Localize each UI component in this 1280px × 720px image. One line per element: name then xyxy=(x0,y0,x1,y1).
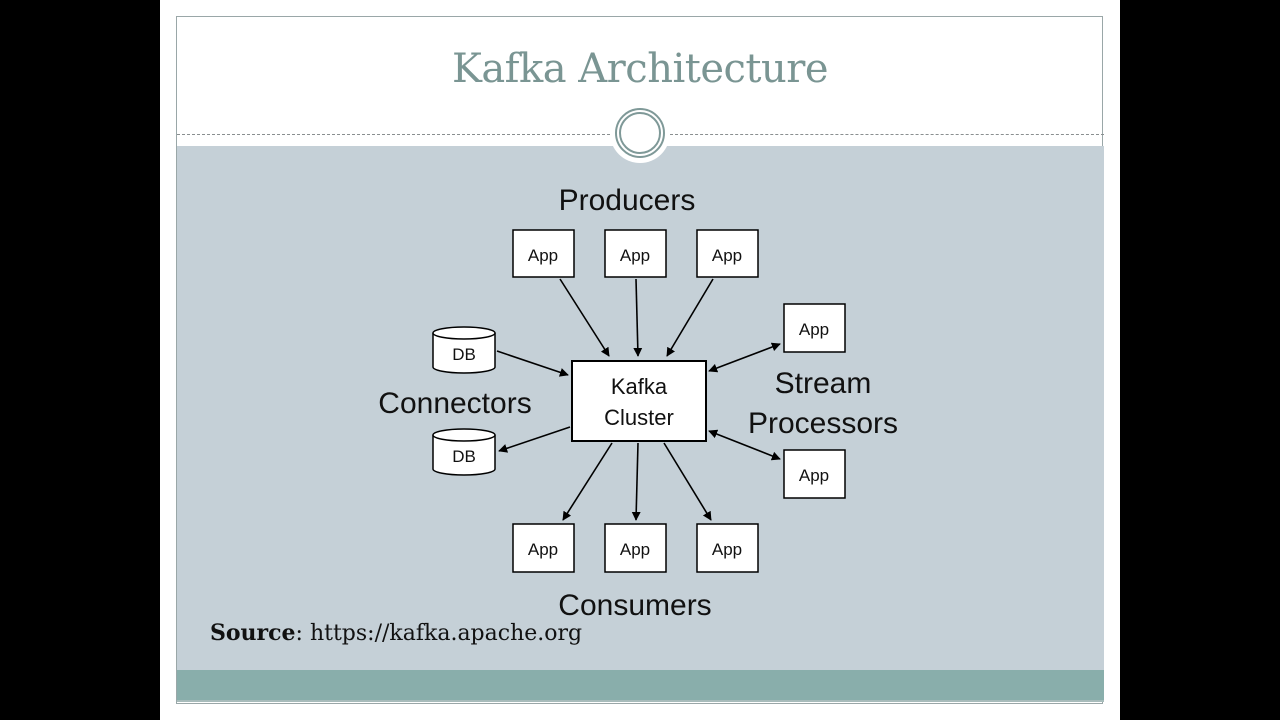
stream-app-1: App xyxy=(783,303,846,353)
divider-ornament-inner-ring-icon xyxy=(619,112,661,154)
consumer-app-2: App xyxy=(604,523,667,573)
stream-processors-label-line2: Processors xyxy=(748,407,898,440)
connector-db-1-label: DB xyxy=(452,345,476,364)
edge-cluster-stream-app-1 xyxy=(708,342,781,373)
source-label: Source xyxy=(210,620,296,646)
kafka-cluster-label-line1: Kafka xyxy=(611,374,668,399)
producers-label: Producers xyxy=(559,184,696,217)
title-divider-left xyxy=(177,134,610,135)
slide-title: Kafka Architecture xyxy=(451,46,829,92)
connector-db-2-label: DB xyxy=(452,447,476,466)
consumer-app-1: App xyxy=(512,523,575,573)
stream-app-1-label: App xyxy=(799,320,829,339)
source-separator: : xyxy=(295,621,310,646)
stream-app-2: App xyxy=(783,449,846,499)
consumer-app-2-label: App xyxy=(620,540,650,559)
edge-producer-2-to-cluster xyxy=(633,278,643,357)
edge-cluster-to-consumer-2 xyxy=(631,442,641,521)
source-citation: Source: https://kafka.apache.org xyxy=(210,620,582,646)
title-divider-right xyxy=(670,134,1104,135)
consumer-app-3-label: App xyxy=(712,540,742,559)
producer-app-1: App xyxy=(512,229,575,278)
edge-db-1-to-cluster xyxy=(496,350,569,377)
edge-cluster-to-db-2 xyxy=(498,426,571,453)
stream-app-2-label: App xyxy=(799,466,829,485)
producer-app-1-label: App xyxy=(528,246,558,265)
kafka-cluster-node: Kafka Cluster xyxy=(571,360,707,442)
consumer-app-3: App xyxy=(696,523,759,573)
edge-producer-1-to-cluster xyxy=(559,278,610,357)
producer-app-2-label: App xyxy=(620,246,650,265)
stream-processors-label-line1: Stream xyxy=(775,367,872,400)
connector-db-2: DB xyxy=(432,428,496,476)
producer-app-2: App xyxy=(604,229,667,278)
divider-ornament-ring-icon xyxy=(615,108,665,158)
edge-cluster-to-consumer-1 xyxy=(562,442,613,521)
producer-app-3-label: App xyxy=(712,246,742,265)
edge-producer-3-to-cluster xyxy=(666,278,714,357)
edge-cluster-to-consumer-3 xyxy=(663,442,712,521)
footer-band xyxy=(177,670,1104,702)
edge-cluster-stream-app-2 xyxy=(708,429,781,461)
kafka-cluster-label-line2: Cluster xyxy=(604,405,674,430)
producer-app-3: App xyxy=(696,229,759,278)
consumer-app-1-label: App xyxy=(528,540,558,559)
connectors-label: Connectors xyxy=(378,387,531,420)
consumers-label: Consumers xyxy=(558,589,711,622)
source-url[interactable]: https://kafka.apache.org xyxy=(309,621,583,646)
connector-db-1: DB xyxy=(432,326,496,374)
